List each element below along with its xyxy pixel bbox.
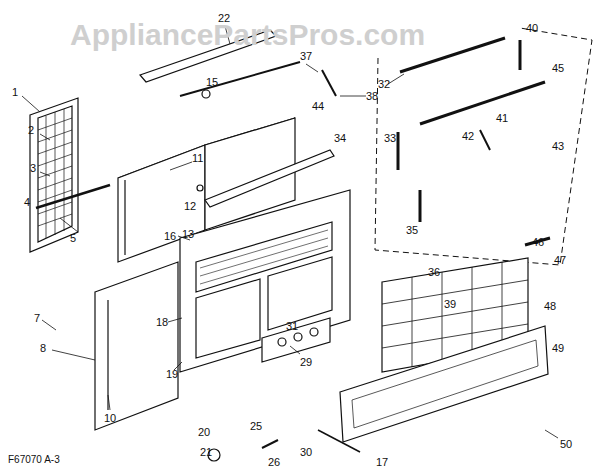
callout-number: 31 xyxy=(286,320,298,332)
callout-number: 15 xyxy=(206,76,218,88)
callout-number: 18 xyxy=(156,316,168,328)
callout-number: 21 xyxy=(200,446,212,458)
watermark: AppliancePartsPros.com xyxy=(70,18,425,52)
callout-number: 11 xyxy=(192,152,203,164)
callout-number: 19 xyxy=(166,368,178,380)
callout-number: 49 xyxy=(552,342,564,354)
callout-number: 13 xyxy=(182,228,194,240)
callout-number: 5 xyxy=(70,232,76,244)
callout-number: 36 xyxy=(428,266,440,278)
callout-number: 3 xyxy=(30,162,36,174)
callout-number: 44 xyxy=(312,100,324,112)
callout-number: 25 xyxy=(250,420,262,432)
callout-number: 26 xyxy=(268,456,280,468)
callout-number: 33 xyxy=(384,132,396,144)
callout-number: 42 xyxy=(462,130,474,142)
figure-code: F67070 A-3 xyxy=(8,454,60,466)
callout-number: 43 xyxy=(552,140,564,152)
callout-number: 2 xyxy=(28,124,34,136)
callout-number: 45 xyxy=(552,62,564,74)
callout-number: 29 xyxy=(300,356,312,368)
callout-number: 50 xyxy=(560,438,572,450)
callout-number: 1 xyxy=(12,86,18,98)
callout-number: 22 xyxy=(218,12,230,24)
callout-number: 7 xyxy=(34,312,40,324)
callout-number: 17 xyxy=(376,456,388,468)
callout-number: 8 xyxy=(40,342,46,354)
callout-number: 12 xyxy=(184,200,196,212)
callout-number: 48 xyxy=(544,300,556,312)
callout-number: 32 xyxy=(378,78,390,90)
callout-number: 40 xyxy=(526,22,538,34)
callout-number: 4 xyxy=(24,196,30,208)
callout-number: 38 xyxy=(366,90,378,102)
callout-number: 16 xyxy=(164,230,176,242)
callout-number: 35 xyxy=(406,224,418,236)
callout-number: 30 xyxy=(300,446,312,458)
callout-number: 47 xyxy=(554,254,566,266)
callout-number: 10 xyxy=(104,412,116,424)
callout-number: 20 xyxy=(198,426,210,438)
callout-number: 34 xyxy=(334,132,346,144)
callout-number: 39 xyxy=(444,298,456,310)
callout-number: 37 xyxy=(300,50,312,62)
callout-number: 46 xyxy=(532,236,544,248)
callout-number: 41 xyxy=(496,112,508,124)
